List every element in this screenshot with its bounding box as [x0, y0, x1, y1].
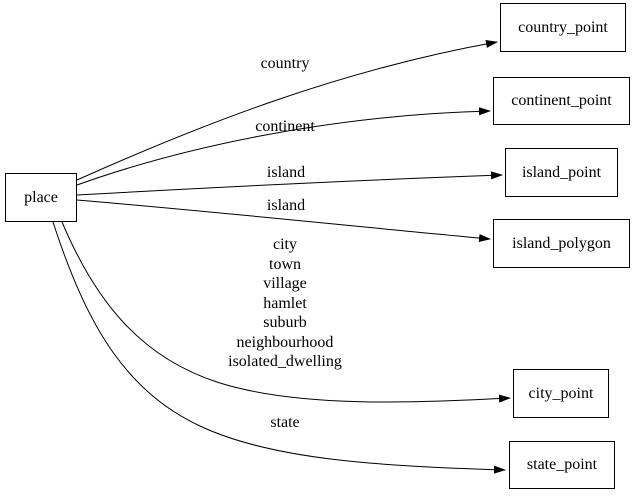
- edge-label-place-to-island_point: island: [267, 163, 305, 183]
- edge-label-place-to-country_point: country: [261, 54, 310, 74]
- node-city_point: city_point: [513, 369, 609, 418]
- edge-label-line: island: [266, 197, 306, 214]
- edge-place-to-continent_point: [76, 107, 491, 186]
- edge-label-line: isolated_dwelling: [228, 353, 342, 370]
- node-continent_point: continent_point: [493, 77, 630, 125]
- edge-label-line: island: [266, 164, 306, 181]
- edge-label-line: village: [263, 275, 307, 292]
- edge-label-line: continent: [255, 118, 315, 135]
- edge-place-to-state_point: [52, 221, 506, 474]
- node-place: place: [5, 173, 77, 222]
- edge-label-place-to-city_point: city town village hamlet suburb neighbourhood…: [228, 235, 342, 372]
- edge-label-place-to-state_point: state: [270, 413, 299, 433]
- edge-label-line: city: [272, 236, 297, 253]
- edge-label-line: hamlet: [263, 294, 307, 312]
- edge-place-to-city_point: [61, 221, 511, 403]
- edge-label-place-to-island_polygon: island: [267, 196, 305, 216]
- edge-label-line: neighbourhood: [236, 333, 334, 351]
- node-island_polygon: island_polygon: [493, 219, 630, 268]
- node-country_point: country_point: [500, 3, 626, 52]
- edge-label-line: state: [270, 414, 300, 431]
- node-state_point: state_point: [509, 441, 615, 489]
- edge-label-line: suburb: [263, 314, 307, 331]
- edge-label-line: town: [268, 255, 301, 273]
- edge-place-to-island_point: [76, 171, 503, 196]
- edge-place-to-country_point: [76, 39, 498, 181]
- edge-label-place-to-continent_point: continent: [255, 117, 315, 137]
- edge-place-to-island_polygon: [76, 199, 491, 242]
- node-island_point: island_point: [505, 148, 618, 197]
- edge-label-line: country: [260, 55, 310, 72]
